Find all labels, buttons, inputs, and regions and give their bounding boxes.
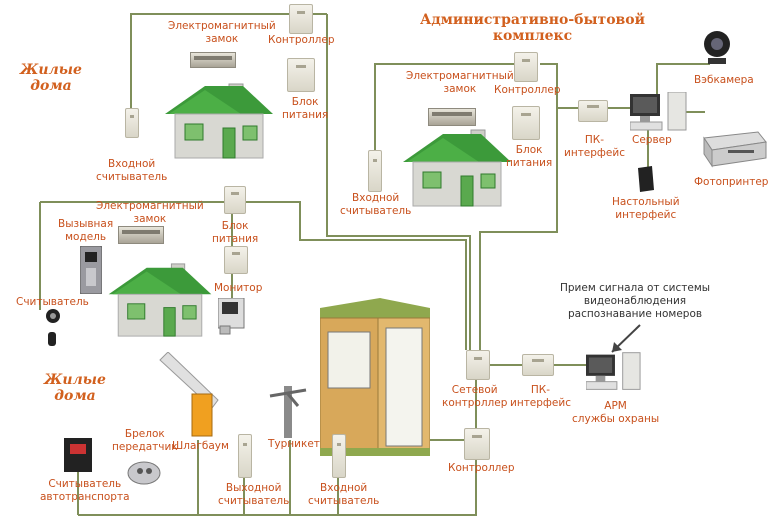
photoprinter-icon <box>703 131 767 168</box>
label-pc-interface-top: ПК- интерфейс <box>564 134 625 159</box>
pc-interface-icon-top <box>578 100 608 122</box>
label-exit-reader: Выходной считыватель <box>218 482 290 507</box>
label-pc-interface-bottom: ПК- интерфейс <box>510 384 571 409</box>
label-arm: АРМ службы охраны <box>572 400 660 425</box>
controller-box-icon-mid <box>224 186 246 214</box>
intercom-icon <box>80 246 102 294</box>
label-webcam: Вэбкамера <box>694 74 754 86</box>
pc-interface-icon-bottom <box>522 354 554 376</box>
label-photoprinter: Фотопринтер <box>694 176 769 188</box>
desktop-interface-icon <box>638 166 654 192</box>
label-server: Сервер <box>632 134 672 146</box>
label-keyfob: Брелок передатчик <box>112 428 178 453</box>
magnetic-lock-icon-admin <box>428 108 476 126</box>
wire-top-to-network <box>326 14 471 350</box>
label-barrier: Шлагбаум <box>172 440 229 452</box>
wire-bottom-bus <box>78 455 477 516</box>
controller-box-icon-bottom <box>464 428 490 460</box>
label-lock-mid: Электромагнитный замок <box>96 200 204 225</box>
computer-icon-arm <box>586 352 641 390</box>
label-power-admin: Блок питания <box>506 144 553 169</box>
label-network-controller: Сетевой контроллер <box>442 384 508 409</box>
computer-icon-server <box>630 92 687 131</box>
heading-admin-complex: Административно-бытовой комплекс <box>420 12 645 44</box>
house-icon-admin <box>403 129 511 207</box>
wire-admin-loop <box>374 63 515 150</box>
card-reader-icon-top <box>125 108 139 138</box>
label-reader-mid: Считыватель <box>16 296 89 308</box>
wire-mid-to-network <box>300 239 467 350</box>
label-power-top: Блок питания <box>282 96 329 121</box>
label-reader-admin: Входной считыватель <box>340 192 412 217</box>
card-reader-icon-mid <box>46 309 60 346</box>
monitor-phone-icon <box>218 298 245 335</box>
heading-residential-top: Жилые дома <box>20 62 82 94</box>
keyfob-icon <box>127 461 161 485</box>
heading-residential-bottom: Жилые дома <box>44 372 106 404</box>
label-lock-top: Электромагнитный замок <box>168 20 276 45</box>
label-entry-reader-bottom: Входной считыватель <box>308 482 380 507</box>
label-video-note: Прием сигнала от системы видеонаблюдения… <box>560 282 711 320</box>
vehicle-reader-icon <box>64 438 92 472</box>
controller-box-icon-top <box>289 4 313 34</box>
power-supply-icon-mid <box>224 246 248 274</box>
wire-server-webcam <box>656 63 710 96</box>
house-icon-mid <box>108 263 212 337</box>
label-controller-bottom: Контроллер <box>448 462 515 474</box>
webcam-icon <box>704 31 730 64</box>
label-lock-admin: Электромагнитный замок <box>406 70 514 95</box>
card-reader-icon-exit <box>238 434 252 478</box>
power-supply-icon-admin <box>512 106 540 140</box>
label-call-module: Вызывная модель <box>58 218 114 243</box>
controller-box-icon-admin <box>514 52 538 82</box>
label-monitor: Монитор <box>214 282 263 294</box>
label-vehicle-reader: Считыватель автотранспорта <box>40 478 130 503</box>
label-turnstile: Турникет <box>268 438 320 450</box>
magnetic-lock-icon-top <box>190 52 236 68</box>
video-arrow-head <box>612 342 622 352</box>
power-supply-icon-top <box>287 58 315 92</box>
house-icon-top <box>165 83 273 159</box>
guard-booth-icon <box>320 298 430 456</box>
label-controller-top: Контроллер <box>268 34 335 46</box>
label-controller-admin: Контроллер <box>494 84 561 96</box>
card-reader-icon-entry <box>332 434 346 478</box>
card-reader-icon-admin <box>368 150 382 192</box>
label-power-mid: Блок питания <box>212 220 259 245</box>
wire-admin-right <box>479 63 558 350</box>
network-controller-icon <box>466 350 490 380</box>
label-reader-top: Входной считыватель <box>96 158 168 183</box>
magnetic-lock-icon-mid <box>118 226 164 244</box>
turnstile-icon <box>269 386 307 438</box>
label-desktop-interface: Настольный интерфейс <box>612 196 680 221</box>
barrier-icon <box>159 352 219 437</box>
